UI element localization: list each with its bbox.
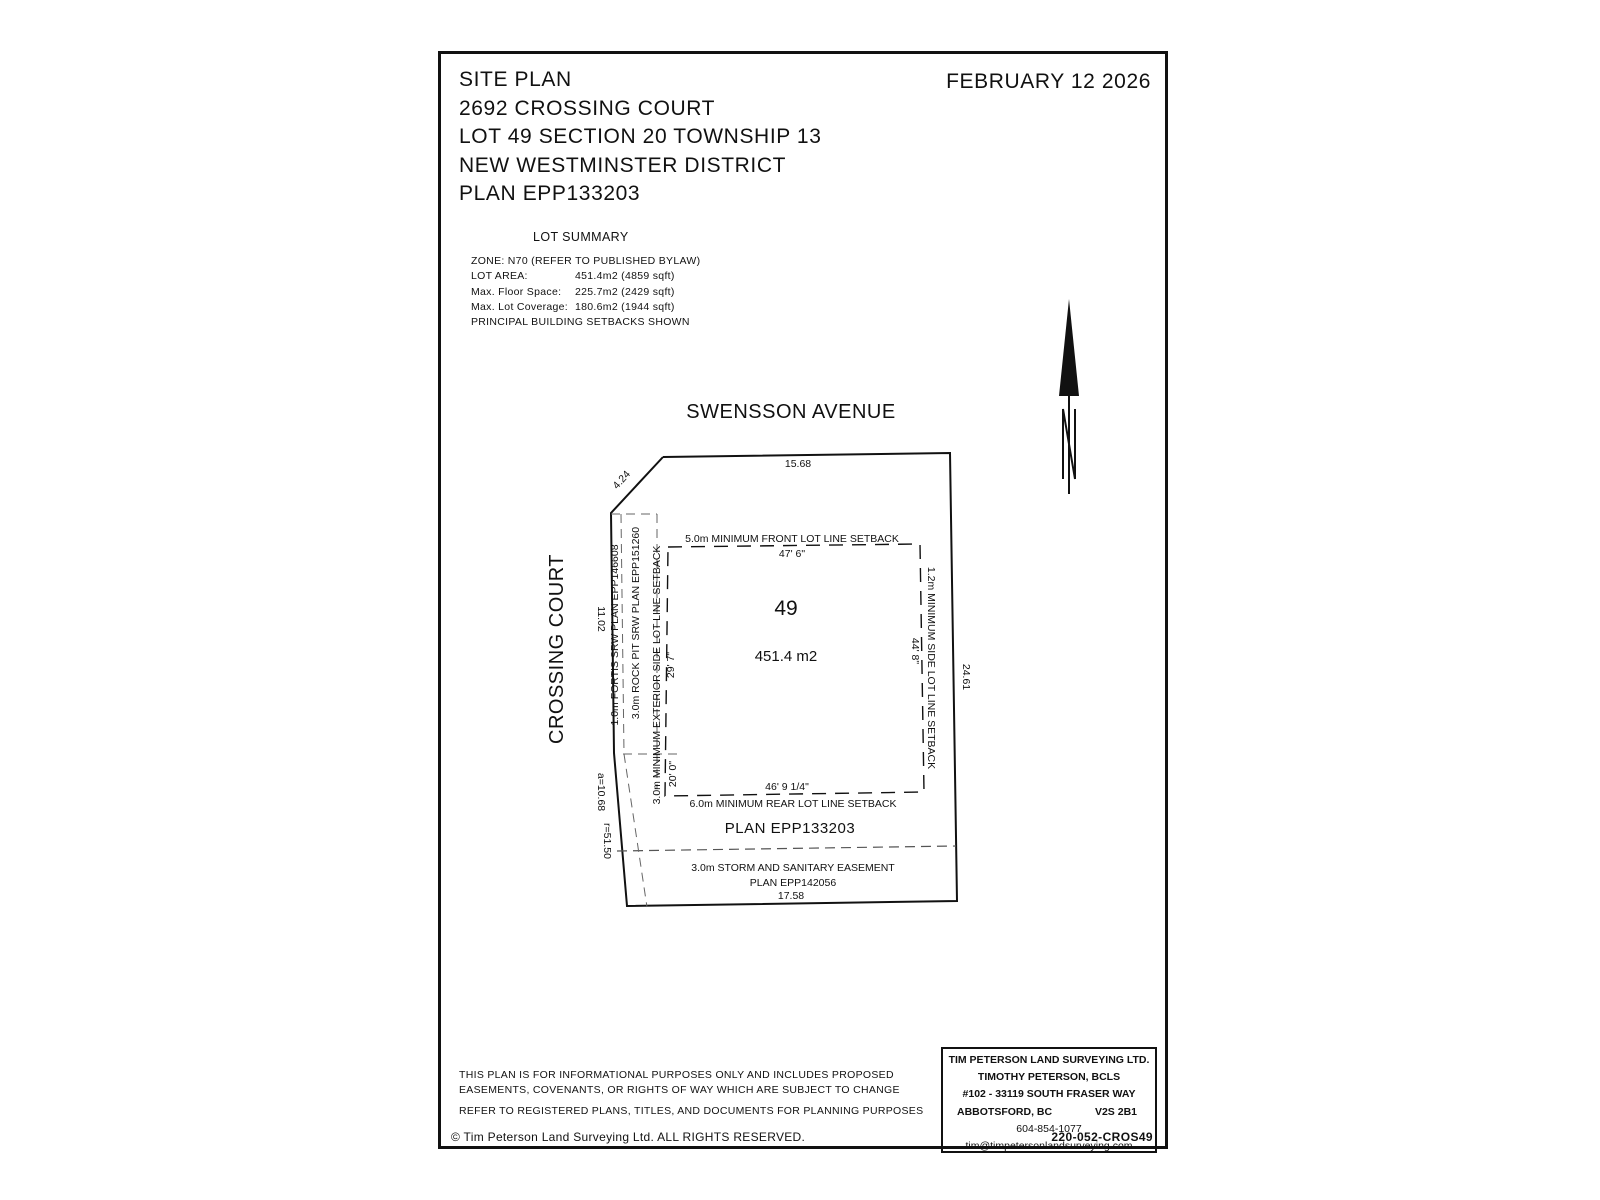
north-arrow-icon [1059,299,1079,494]
dim-west: 11.02 [595,606,607,632]
summary-row: Max. Floor Space: 225.7m2 (2429 sqft) [471,285,700,300]
easement-label-1: 3.0m STORM AND SANITARY EASEMENT [691,862,895,874]
dim-arc: a=10.68 [595,773,607,811]
front-setback-dim: 47' 6" [779,548,805,560]
side-setback-label: 1.2m MINIMUM SIDE LOT LINE SETBACK [925,567,937,769]
surveyor-city-line: ABBOTSFORD, BC V2S 2B1 [943,1104,1155,1121]
dim-north: 15.68 [785,458,811,470]
title-line-3: LOT 49 SECTION 20 TOWNSHIP 13 [459,125,822,148]
plan-date: FEBRUARY 12 2026 [946,70,1151,93]
lot-area: 451.4 m2 [755,648,818,665]
file-number: 220-052-CROS49 [1051,1130,1153,1144]
rear-setback-dim: 46' 9 1/4" [765,781,809,793]
easement-line [616,845,957,852]
dim-corner: 4.24 [610,468,633,491]
surveyor-phone: 604-854-1077 [1016,1122,1082,1135]
dim-south: 17.58 [778,890,804,902]
summary-label: Max. Lot Coverage: [471,300,569,313]
title-line-1: SITE PLAN [459,68,572,91]
exterior-setback-label: 3.0m MINIMUM EXTERIOR SIDE LOT LINE SETB… [651,546,663,805]
dim-east: 24.61 [960,664,972,690]
street-north-label: SWENSSON AVENUE [686,401,895,423]
note-line-2: EASEMENTS, COVENANTS, OR RIGHTS OF WAY W… [459,1084,900,1096]
plan-label: PLAN EPP133203 [725,820,855,837]
building-envelope [664,543,925,797]
surveyor-stamp: TIM PETERSON LAND SURVEYING LTD. TIMOTHY… [941,1047,1157,1153]
surveyor-company: TIM PETERSON LAND SURVEYING LTD. [948,1054,1150,1066]
summary-zone: ZONE: N70 (REFER TO PUBLISHED BYLAW) [471,255,701,267]
site-plan-sheet: SITE PLAN 2692 CROSSING COURT LOT 49 SEC… [438,51,1168,1153]
lot-summary-heading: LOT SUMMARY [533,230,629,244]
street-west-label: CROSSING COURT [546,554,568,744]
summary-value: 451.4m2 (4859 sqft) [575,270,675,283]
summary-row: LOT AREA: 451.4m2 (4859 sqft) [471,269,700,284]
exterior-setback-dim-2: 20' 0" [667,761,679,787]
lot-number: 49 [774,597,797,620]
summary-setbacks-note: PRINCIPAL BUILDING SETBACKS SHOWN [471,316,690,329]
note-line-1: THIS PLAN IS FOR INFORMATIONAL PURPOSES … [459,1069,894,1081]
surveyor-name: TIMOTHY PETERSON, BCLS [977,1071,1121,1084]
rear-setback-label: 6.0m MINIMUM REAR LOT LINE SETBACK [690,798,897,810]
easement-label-2: PLAN EPP142056 [750,877,837,889]
exterior-setback-dim: 29' 7" [665,652,677,678]
lot-summary: ZONE: N70 (REFER TO PUBLISHED BYLAW) LOT… [471,254,700,330]
lot-boundary [609,451,959,908]
title-line-4: NEW WESTMINSTER DISTRICT [459,153,787,177]
copyright-notice: © Tim Peterson Land Surveying Ltd. ALL R… [451,1130,806,1144]
front-setback-label: 5.0m MINIMUM FRONT LOT LINE SETBACK [685,533,899,545]
surveyor-city: ABBOTSFORD, BC [957,1105,1053,1118]
note-line-3: REFER TO REGISTERED PLANS, TITLES, AND D… [459,1105,924,1117]
rockpit-srw-label: 3.0m ROCK PIT SRW PLAN EPP151260 [630,527,642,719]
lot-drawing: SWENSSON AVENUE CROSSING COURT 15.68 4.2… [546,299,1079,908]
surveyor-email: tim@timpetersonlandsurveying.com [965,1140,1133,1153]
dim-radius: r=51.50 [601,823,613,859]
disclaimer-notes: THIS PLAN IS FOR INFORMATIONAL PURPOSES … [459,1068,923,1119]
summary-value: 180.6m2 (1944 sqft) [575,300,675,313]
title-block: SITE PLAN 2692 CROSSING COURT LOT 49 SEC… [459,66,821,209]
fortis-srw-label: 1.0m FORTIS SRW PLAN EPP146608 [609,544,621,725]
summary-row: Max. Lot Coverage: 180.6m2 (1944 sqft) [471,300,700,315]
summary-value: 225.7m2 (2429 sqft) [575,285,675,298]
summary-label: LOT AREA: [471,270,528,283]
surveyor-address: #102 - 33119 SOUTH FRASER WAY [962,1088,1136,1101]
surveyor-postal: V2S 2B1 [1094,1105,1137,1118]
title-line-2: 2692 CROSSING COURT [459,96,716,120]
summary-label: Max. Floor Space: [471,285,562,298]
title-line-5: PLAN EPP133203 [459,182,641,205]
side-setback-dim: 44' 8" [909,638,921,664]
